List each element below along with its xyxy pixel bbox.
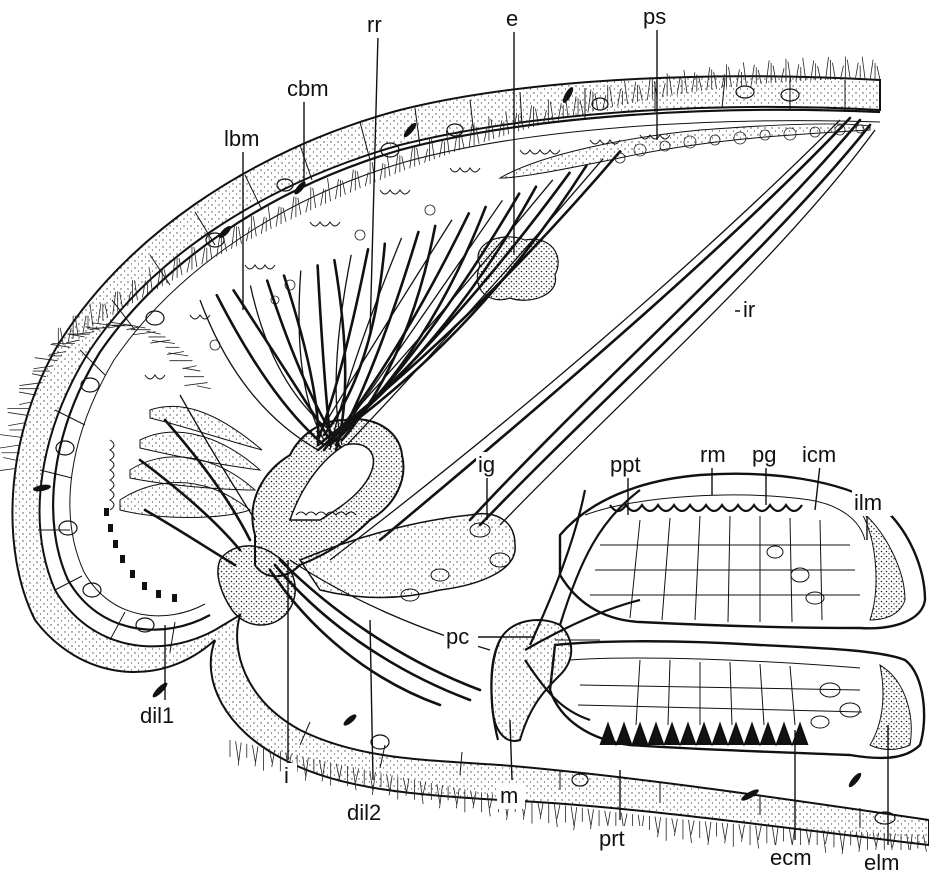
label-ir: ir	[743, 297, 755, 322]
label-ecm: ecm	[770, 845, 812, 870]
label-dil2: dil2	[347, 800, 381, 825]
label-rr: rr	[367, 12, 382, 37]
label-prt: prt	[599, 826, 625, 851]
egg-cluster	[477, 237, 558, 300]
label-ilm: ilm	[854, 490, 882, 515]
label-dil1: dil1	[140, 703, 174, 728]
label-elm: elm	[864, 850, 899, 875]
label-ps: ps	[643, 4, 666, 29]
label-rm: rm	[700, 442, 726, 467]
label-ppt: ppt	[610, 452, 641, 477]
label-cbm: cbm	[287, 76, 329, 101]
label-icm: icm	[802, 442, 836, 467]
mastax-apparatus	[491, 474, 925, 758]
label-pc: pc	[446, 624, 469, 649]
label-i: i	[284, 763, 289, 788]
label-pg: pg	[752, 442, 776, 467]
label-e: e	[506, 6, 518, 31]
label-m: m	[500, 783, 518, 808]
label-ig: ig	[478, 452, 495, 477]
label-lbm: lbm	[224, 126, 259, 151]
